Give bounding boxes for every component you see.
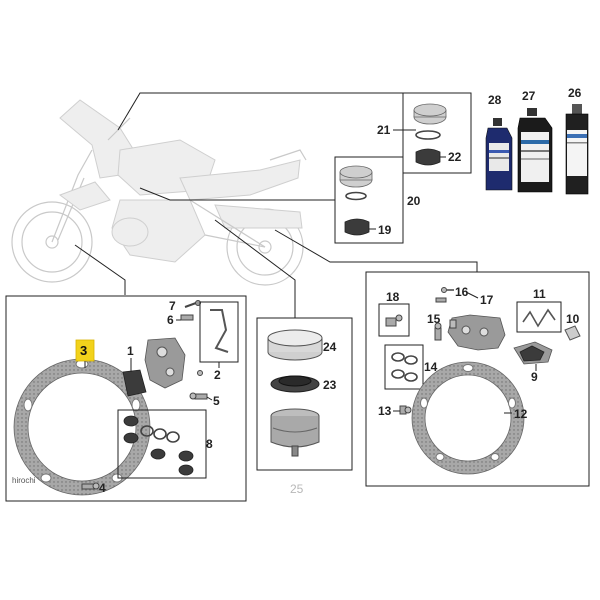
callout-10: 10 — [566, 312, 580, 326]
callout-15: 15 — [427, 312, 441, 326]
bleed-screw-item-5 — [189, 392, 208, 400]
callout-28: 28 — [488, 93, 502, 107]
front-brake-disc — [13, 358, 151, 496]
callout-23: 23 — [323, 378, 337, 392]
callout-18: 18 — [386, 290, 400, 304]
bolt-item-7 — [184, 300, 201, 308]
leader-lines — [74, 92, 478, 318]
watermark: hirochi — [12, 476, 36, 485]
callout-17: 17 — [480, 293, 494, 307]
callout-22: 22 — [448, 150, 462, 164]
clip-item-10 — [564, 325, 581, 341]
washer-small — [197, 370, 203, 376]
box-rear-brake — [365, 271, 590, 487]
screw-item-13 — [399, 405, 412, 415]
seal-rings-item-14 — [391, 352, 418, 382]
box-item-14 — [384, 344, 424, 390]
disc-bolt-item-4 — [81, 482, 100, 490]
box-item-11 — [516, 301, 562, 333]
callout-13: 13 — [378, 404, 392, 418]
front-brake-pad — [122, 369, 147, 397]
piston-seal-kit — [123, 415, 194, 476]
callout-8: 8 — [206, 437, 213, 451]
callout-6: 6 — [167, 313, 174, 327]
rear-caliper — [447, 314, 506, 351]
spring-item-11 — [522, 308, 556, 328]
box-item-8 — [117, 409, 207, 479]
spring-clip-item-2 — [210, 309, 229, 353]
callout-3: 3 — [80, 343, 87, 358]
box-front-brake — [5, 295, 247, 502]
pin-item-6 — [180, 314, 194, 321]
callout-2: 2 — [214, 368, 221, 382]
screw-item-16 — [441, 287, 454, 293]
callout-19: 19 — [378, 223, 392, 237]
callout-20: 20 — [407, 194, 421, 208]
brake-fluid-bottle — [485, 118, 513, 191]
reservoir-gasket-upper — [415, 130, 441, 140]
diaphragm-item-23 — [270, 375, 320, 393]
callout-24: 24 — [323, 340, 337, 354]
spray-can — [565, 104, 589, 195]
box-reservoir-upper — [402, 92, 472, 174]
reservoir-cap-lower — [339, 165, 373, 188]
callout-21: 21 — [377, 123, 391, 137]
bleed-valve-item-18 — [385, 314, 403, 327]
callout-12: 12 — [514, 407, 528, 421]
bolt-item-15 — [434, 322, 442, 341]
reservoir-cap-upper — [413, 103, 447, 125]
reservoir-gasket-lower — [345, 191, 367, 201]
callout-7: 7 — [169, 299, 176, 313]
box-master-cylinder — [256, 317, 353, 471]
reservoir-diaphragm-lower — [344, 218, 370, 236]
callout-16: 16 — [455, 285, 469, 299]
rear-brake-disc — [411, 361, 525, 475]
callout-5: 5 — [213, 394, 220, 408]
callout-25: 25 — [290, 482, 304, 496]
callout-4: 4 — [99, 481, 106, 495]
motorcycle-illustration — [11, 99, 307, 286]
front-caliper — [144, 337, 186, 389]
callout-9: 9 — [531, 370, 538, 384]
callout-27: 27 — [522, 89, 536, 103]
callout-11: 11 — [533, 287, 546, 301]
callout-1: 1 — [127, 344, 134, 358]
callout-14: 14 — [424, 360, 438, 374]
master-cylinder-cap-item-24 — [267, 329, 323, 361]
callout-26: 26 — [568, 86, 582, 100]
rear-brake-pads-item-9 — [513, 341, 553, 365]
hydraulic-oil-can — [517, 108, 553, 193]
box-item-18 — [378, 303, 410, 337]
reservoir-body-item-25 — [270, 408, 320, 457]
reservoir-diaphragm-upper — [415, 148, 441, 166]
bolt-item-17 — [435, 297, 447, 303]
